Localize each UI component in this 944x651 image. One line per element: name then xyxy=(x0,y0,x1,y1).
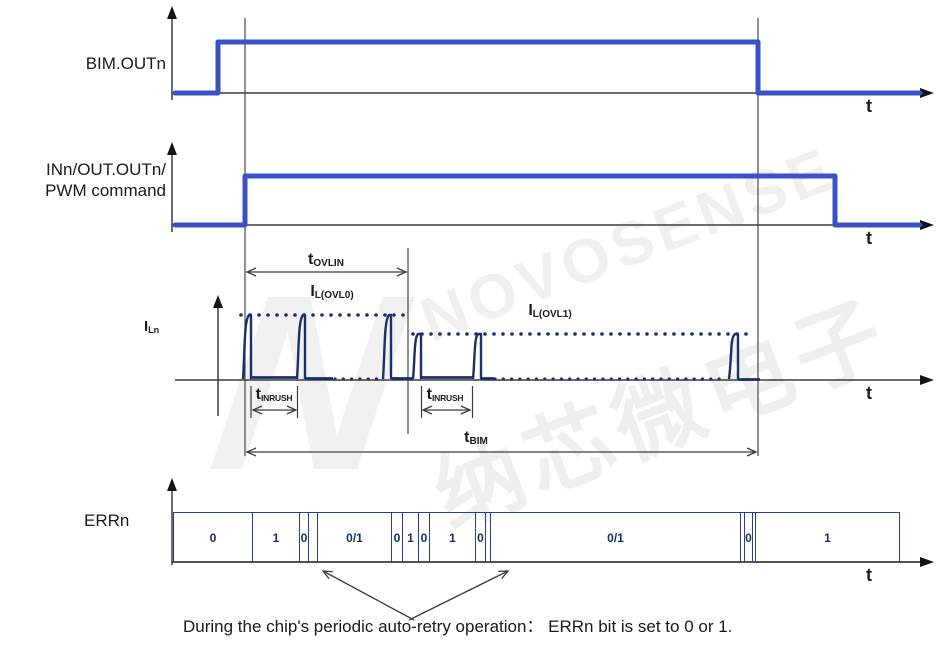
t-bim-sub: BIM xyxy=(469,436,488,447)
caption-pointer-arrows xyxy=(321,570,510,621)
time-axis-label-iln: t xyxy=(866,383,872,403)
errn-axis-arrow-up xyxy=(167,478,177,491)
errn-cell: 0 xyxy=(391,513,402,562)
errn-cell: 1 xyxy=(755,513,900,562)
in-axis-arrow-right xyxy=(920,220,934,230)
in-pwm-label: INn/OUT.OUTn/ PWM command xyxy=(0,159,166,201)
errn-cell: 0 xyxy=(299,513,309,562)
errn-cell: 0 xyxy=(744,513,753,562)
in-axis-arrow-up xyxy=(167,142,177,155)
errn-row-axes xyxy=(171,488,924,565)
bim-axis-arrow-up xyxy=(167,6,177,19)
t-inrush1-main: t xyxy=(255,386,261,403)
in-pwm-label-line1: INn/OUT.OUTn/ xyxy=(46,160,166,179)
iln-main: I xyxy=(144,318,149,335)
errn-cell: 0 xyxy=(173,513,252,562)
in-row-axes xyxy=(171,152,924,232)
il-ovl0-sub: L(OVL0) xyxy=(314,290,354,301)
errn-cell: 1 xyxy=(429,513,475,562)
time-axis-label-in: t xyxy=(866,228,872,248)
iln-axis-arrow-up xyxy=(213,295,223,308)
in-pwm-label-line2: PWM command xyxy=(45,181,166,200)
time-axis-label-bim: t xyxy=(866,96,872,116)
t-inrush-label-2: tINRUSH xyxy=(417,384,473,407)
errn-axis-arrow-right xyxy=(920,557,934,567)
errn-label: ERRn xyxy=(84,511,130,530)
t-bim-main: t xyxy=(464,429,470,446)
bim-outn-label: BIM.OUTn xyxy=(85,54,166,73)
t-inrush2-sub: INRUSH xyxy=(431,393,464,403)
iln-axis-label: ILn xyxy=(144,316,159,339)
in-pwm-waveform xyxy=(172,173,923,228)
t-ovlin-label: tOVLIN xyxy=(276,249,376,272)
il-ovl1-main: I xyxy=(528,302,533,319)
current-limit-dotted-lines xyxy=(239,313,754,381)
inrush-current-spikes xyxy=(241,313,740,380)
t-inrush2-main: t xyxy=(426,386,432,403)
il-ovl1-label: IL(OVL1) xyxy=(495,300,605,323)
reference-lines xyxy=(244,18,759,456)
il-ovl0-label: IL(OVL0) xyxy=(280,281,384,304)
errn-cell: 0 xyxy=(418,513,429,562)
bim-outn-waveform xyxy=(172,39,923,96)
bim-axis-arrow-right xyxy=(920,88,934,98)
bim-outn-row-axes xyxy=(171,16,924,100)
il-ovl0-main: I xyxy=(310,283,315,300)
t-ovlin-main: t xyxy=(308,251,314,268)
iln-axis-arrow-right xyxy=(920,375,934,385)
errn-cell: 1 xyxy=(252,513,299,562)
on-state-current-segments xyxy=(251,376,760,381)
time-axis-label-errn: t xyxy=(866,565,872,585)
t-inrush1-sub: INRUSH xyxy=(260,393,293,403)
errn-cell: 0 xyxy=(475,513,486,562)
t-bim-label: tBIM xyxy=(426,427,526,450)
errn-cell: 0/1 xyxy=(317,513,391,562)
timing-dimension-arrows xyxy=(245,267,758,457)
t-ovlin-sub: OVLIN xyxy=(313,258,344,269)
iln-sub: Ln xyxy=(148,325,160,335)
errn-bit-band: 0 1 0 0/1 0 1 0 1 0 0/1 0 1 xyxy=(173,512,900,562)
il-ovl1-sub: L(OVL1) xyxy=(532,309,572,320)
errn-cell: 1 xyxy=(402,513,418,562)
figure-caption: During the chip's periodic auto-retry op… xyxy=(183,617,733,636)
t-inrush-label-1: tINRUSH xyxy=(246,384,302,407)
errn-cell: 0/1 xyxy=(490,513,741,562)
iln-row-axes xyxy=(175,306,924,416)
